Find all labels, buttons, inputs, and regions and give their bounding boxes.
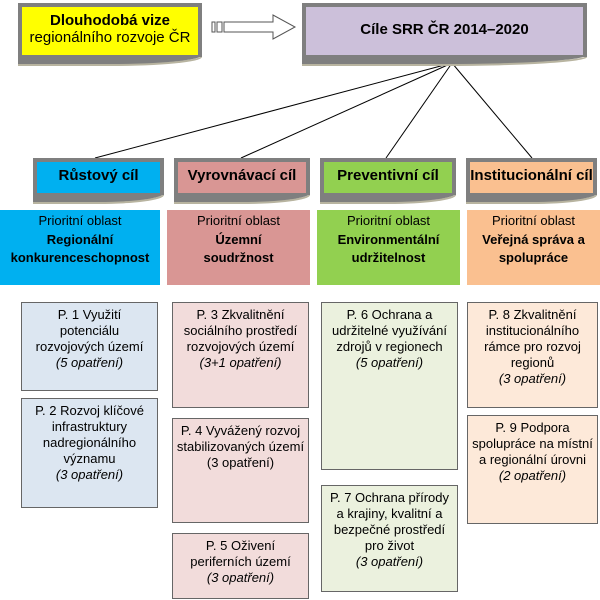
area-name-2: udržitelnost <box>351 250 426 265</box>
priority-line: nadregionálního <box>42 435 137 450</box>
priority-line: institucionálního <box>485 323 580 338</box>
main-goal-title: Cíle SRR ČR 2014–2020 <box>360 20 529 38</box>
measures-count: (5 opatření) <box>55 355 124 370</box>
connector-growth <box>94 62 453 159</box>
priority-area-growth: Prioritní oblast Regionální konkurencesc… <box>0 210 160 285</box>
area-label: Prioritní oblast <box>196 213 281 228</box>
priority-title: P. 2 Rozvoj klíčové <box>35 403 144 418</box>
priority-box-p5: P. 5 Oživení periferních území (3 opatře… <box>172 533 309 599</box>
priority-line: rozvojových území <box>35 339 144 354</box>
measures-count: (5 opatření) <box>355 355 424 370</box>
goal-growth: Růstový cíl <box>33 158 164 202</box>
measures-count: (3 opatření) <box>498 371 567 386</box>
priority-title: P. 1 Využití <box>57 307 122 322</box>
measures-count: (3+1 opatření) <box>199 355 282 370</box>
goal-institutional: Institucionální cíl <box>466 158 597 202</box>
measures-count: (3 opatření) <box>355 554 424 569</box>
priority-line: stabilizovaných území <box>176 439 305 454</box>
priority-line: a regionální úrovni <box>479 452 586 467</box>
priority-line: sociálního prostředí <box>183 323 298 338</box>
block-arrow-right-icon <box>211 14 297 40</box>
area-name-2: spolupráce <box>498 250 569 265</box>
priority-line: významu <box>63 451 116 466</box>
priority-title: P. 9 Podpora <box>495 420 570 435</box>
measures-count: (3 opatření) <box>55 467 124 482</box>
priority-title: P. 4 Vyvážený rozvoj <box>180 423 301 438</box>
priority-title: P. 7 Ochrana přírody <box>330 490 449 505</box>
priority-box-p1: P. 1 Využití potenciálu rozvojových územ… <box>21 302 158 391</box>
area-name: Regionální <box>46 232 114 247</box>
goal-title: Vyrovnávací cíl <box>187 167 297 184</box>
vision-title: Dlouhodobá vize <box>49 12 170 29</box>
priority-line: infrastruktury <box>51 419 128 434</box>
goal-preventive: Preventivní cíl <box>320 158 456 202</box>
goal-title: Preventivní cíl <box>337 167 439 184</box>
area-name-2: soudržnost <box>203 250 274 265</box>
goal-title: Institucionální cíl <box>470 167 593 184</box>
priority-line: pro život <box>364 538 415 553</box>
priority-title: P. 6 Ochrana a <box>346 307 433 322</box>
priority-line: periferních území <box>190 554 291 569</box>
connector-preventive <box>385 62 453 159</box>
area-label: Prioritní oblast <box>491 213 576 228</box>
measures-count: (3 opatření) <box>206 455 275 470</box>
priority-area-balancing: Prioritní oblast Územní soudržnost <box>167 210 310 285</box>
priority-line: bezpečné prostředí <box>333 522 446 537</box>
area-label: Prioritní oblast <box>38 213 122 228</box>
connector-balancing <box>240 62 453 159</box>
area-name: Environmentální <box>337 232 440 247</box>
goal-title: Růstový cíl <box>58 167 139 184</box>
priority-area-institutional: Prioritní oblast Veřejná správa a spolup… <box>467 210 600 285</box>
priority-line: regionů <box>510 355 555 370</box>
priority-line: a krajiny, kvalitní a <box>336 506 443 521</box>
priority-line: rozvojových území <box>186 339 295 354</box>
priority-title: P. 8 Zkvalitnění <box>488 307 577 322</box>
area-name: Veřejná správa a <box>482 232 585 247</box>
vision-subtitle: regionálního rozvoje ČR <box>29 29 191 46</box>
priority-title: P. 3 Zkvalitnění <box>196 307 285 322</box>
priority-box-p7: P. 7 Ochrana přírody a krajiny, kvalitní… <box>321 485 458 592</box>
vision-box: Dlouhodobá vize regionálního rozvoje ČR <box>18 3 202 64</box>
priority-area-preventive: Prioritní oblast Environmentální udržite… <box>317 210 460 285</box>
priority-box-p4: P. 4 Vyvážený rozvoj stabilizovaných úze… <box>172 418 309 523</box>
priority-box-p9: P. 9 Podpora spolupráce na místní a regi… <box>467 415 598 524</box>
priority-line: potenciálu <box>59 323 120 338</box>
priority-box-p8: P. 8 Zkvalitnění institucionálního rámce… <box>467 302 598 408</box>
priority-box-p2: P. 2 Rozvoj klíčové infrastruktury nadre… <box>21 398 158 508</box>
priority-box-p3: P. 3 Zkvalitnění sociálního prostředí ro… <box>172 302 309 408</box>
area-name-2: konkurenceschopnost <box>10 250 150 265</box>
priority-line: zdrojů v regionech <box>336 339 443 354</box>
connector-institutional <box>451 62 533 159</box>
measures-count: (3 opatření) <box>206 570 275 585</box>
area-name: Územní <box>215 232 262 247</box>
priority-title: P. 5 Oživení <box>205 538 276 553</box>
priority-box-p6: P. 6 Ochrana a udržitelné využívání zdro… <box>321 302 458 470</box>
area-label: Prioritní oblast <box>346 213 431 228</box>
priority-line: spolupráce na místní <box>472 436 593 451</box>
main-goal-box: Cíle SRR ČR 2014–2020 <box>302 3 587 64</box>
priority-line: rámce pro rozvoj <box>484 339 581 354</box>
measures-count: (2 opatření) <box>498 468 567 483</box>
goal-balancing: Vyrovnávací cíl <box>174 158 310 202</box>
priority-line: udržitelné využívání <box>332 323 447 338</box>
